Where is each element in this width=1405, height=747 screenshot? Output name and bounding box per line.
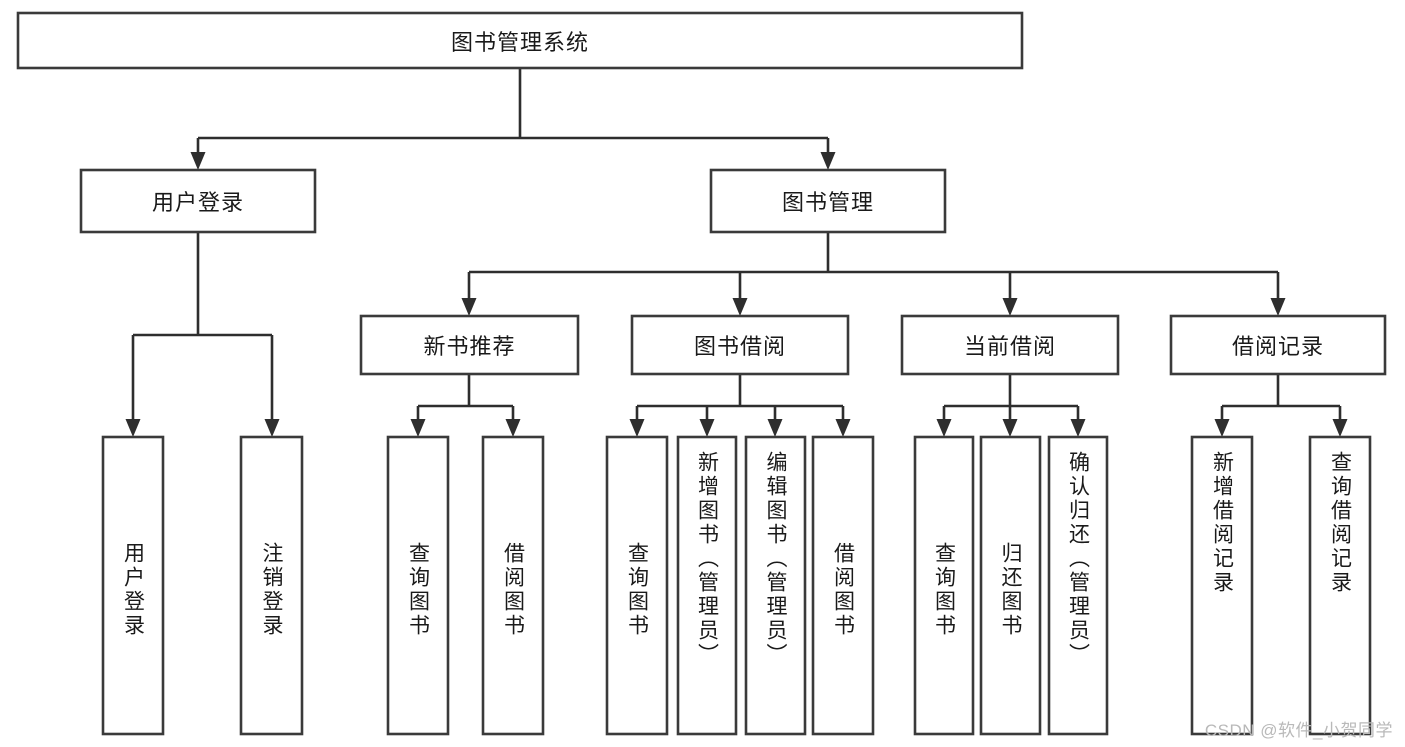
book-management-branch-3-arrowhead	[1270, 298, 1286, 316]
current-borrow-branch-0-arrowhead	[936, 419, 952, 437]
node-box-leaf-return-book[interactable]	[979, 435, 1042, 736]
current-borrow-branch-2-arrowhead	[1070, 419, 1086, 437]
book-management-branch-2-arrowhead	[1002, 298, 1018, 316]
node-box-current-borrow[interactable]	[900, 314, 1120, 376]
node-box-new-book-recommend[interactable]	[359, 314, 580, 376]
node-box-leaf-user-login[interactable]	[101, 435, 165, 736]
new-book-recommend-branch-0-arrowhead	[410, 419, 426, 437]
node-box-leaf-add-borrow-record[interactable]	[1190, 435, 1254, 736]
node-box-leaf-confirm-return-admin[interactable]	[1047, 435, 1109, 736]
node-box-leaf-add-book-admin[interactable]	[676, 435, 738, 736]
node-box-leaf-query-borrow-record[interactable]	[1308, 435, 1372, 736]
node-box-leaf-query-book-borrow[interactable]	[605, 435, 669, 736]
node-box-leaf-edit-book-admin[interactable]	[744, 435, 807, 736]
borrow-record-branch-0-arrowhead	[1214, 419, 1230, 437]
node-box-book-borrow[interactable]	[630, 314, 850, 376]
book-borrow-branch-3-arrowhead	[835, 419, 851, 437]
book-borrow-branch-0-arrowhead	[629, 419, 645, 437]
book-management-branch-1-arrowhead	[732, 298, 748, 316]
csdn-watermark: CSDN @软件_小贺同学	[1204, 721, 1393, 740]
node-box-leaf-query-book-current[interactable]	[913, 435, 975, 736]
book-borrow-branch-2-arrowhead	[767, 419, 783, 437]
node-box-book-management[interactable]	[709, 168, 947, 234]
borrow-record-branch-1-arrowhead	[1332, 419, 1348, 437]
node-box-user-login[interactable]	[79, 168, 317, 234]
connector-layer	[125, 68, 1348, 437]
current-borrow-branch-1-arrowhead	[1002, 419, 1018, 437]
node-box-leaf-borrow-book-recommend[interactable]	[481, 435, 545, 736]
node-box-leaf-borrow-book[interactable]	[811, 435, 875, 736]
node-box-borrow-record[interactable]	[1169, 314, 1387, 376]
user-login-branch-1-arrowhead	[264, 419, 280, 437]
user-login-branch-0-arrowhead	[125, 419, 141, 437]
new-book-recommend-branch-1-arrowhead	[505, 419, 521, 437]
node-box-leaf-query-book-recommend[interactable]	[386, 435, 450, 736]
root-branch-0-arrowhead	[190, 152, 206, 170]
node-box-layer	[16, 11, 1387, 736]
root-branch-1-arrowhead	[820, 152, 836, 170]
book-borrow-branch-1-arrowhead	[699, 419, 715, 437]
node-box-root[interactable]	[16, 11, 1024, 70]
node-box-leaf-logout-login[interactable]	[239, 435, 304, 736]
book-management-branch-0-arrowhead	[461, 298, 477, 316]
